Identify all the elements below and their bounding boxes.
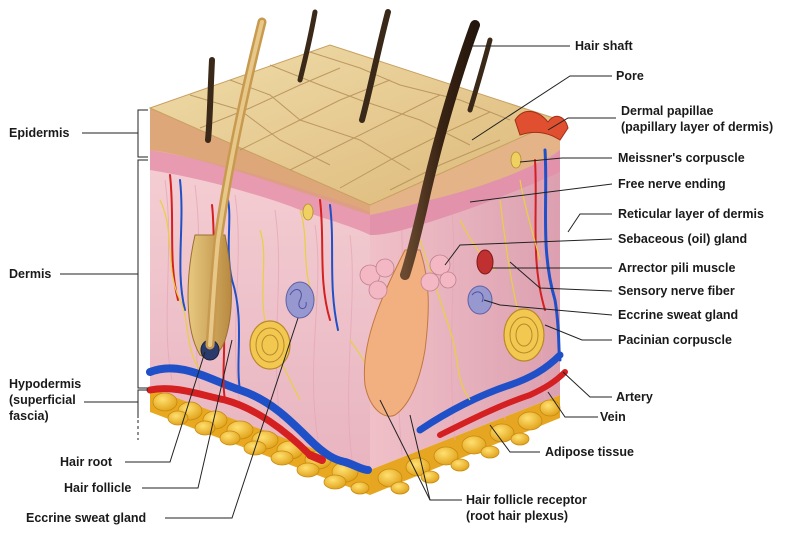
center-hair-follicle xyxy=(359,249,494,417)
label-meissners-corpuscle: Meissner's corpuscle xyxy=(618,151,745,165)
label-hypodermis-line1: Hypodermis xyxy=(9,377,82,391)
label-hair-root: Hair root xyxy=(60,455,113,469)
pacinian-corpuscles xyxy=(249,308,545,370)
label-free-nerve-ending: Free nerve ending xyxy=(618,177,726,191)
eccrine-sweat-glands xyxy=(285,281,493,319)
hair-shafts xyxy=(205,9,493,350)
label-pacinian-corpuscle: Pacinian corpuscle xyxy=(618,333,732,347)
dermal-papilla-edge xyxy=(514,110,569,141)
label-dermal-papillae-line2: (papillary layer of dermis) xyxy=(621,120,774,134)
label-pore: Pore xyxy=(616,69,644,83)
label-hair-follicle: Hair follicle xyxy=(64,481,132,495)
label-hair-follicle-receptor-line1: Hair follicle receptor xyxy=(466,493,587,507)
label-arrector-pili: Arrector pili muscle xyxy=(618,261,736,275)
skin-surface xyxy=(148,44,562,206)
label-vein: Vein xyxy=(600,410,626,424)
label-epidermis: Epidermis xyxy=(9,126,70,140)
meissners-corpuscles xyxy=(302,151,522,221)
label-sensory-nerve-fiber: Sensory nerve fiber xyxy=(618,284,735,298)
label-hair-follicle-receptor-line2: (root hair plexus) xyxy=(466,509,569,523)
label-hypodermis-line3: fascia) xyxy=(9,409,49,423)
label-hair-shaft: Hair shaft xyxy=(575,39,633,53)
sebaceous-glands xyxy=(359,254,457,300)
vein-vessel xyxy=(146,364,349,466)
label-sebaceous-gland: Sebaceous (oil) gland xyxy=(618,232,748,246)
label-reticular-layer: Reticular layer of dermis xyxy=(618,207,764,221)
leader-lines xyxy=(60,45,616,519)
label-eccrine-sweat-gland-right: Eccrine sweat gland xyxy=(618,308,739,322)
label-adipose-tissue: Adipose tissue xyxy=(545,445,634,459)
label-artery: Artery xyxy=(616,390,653,404)
label-hypodermis-line2: (superficial xyxy=(9,393,76,407)
label-dermis: Dermis xyxy=(9,267,52,281)
label-eccrine-sweat-gland-left: Eccrine sweat gland xyxy=(26,511,147,525)
label-dermal-papillae-line1: Dermal papillae xyxy=(621,104,714,118)
epidermis-layer xyxy=(150,108,560,215)
